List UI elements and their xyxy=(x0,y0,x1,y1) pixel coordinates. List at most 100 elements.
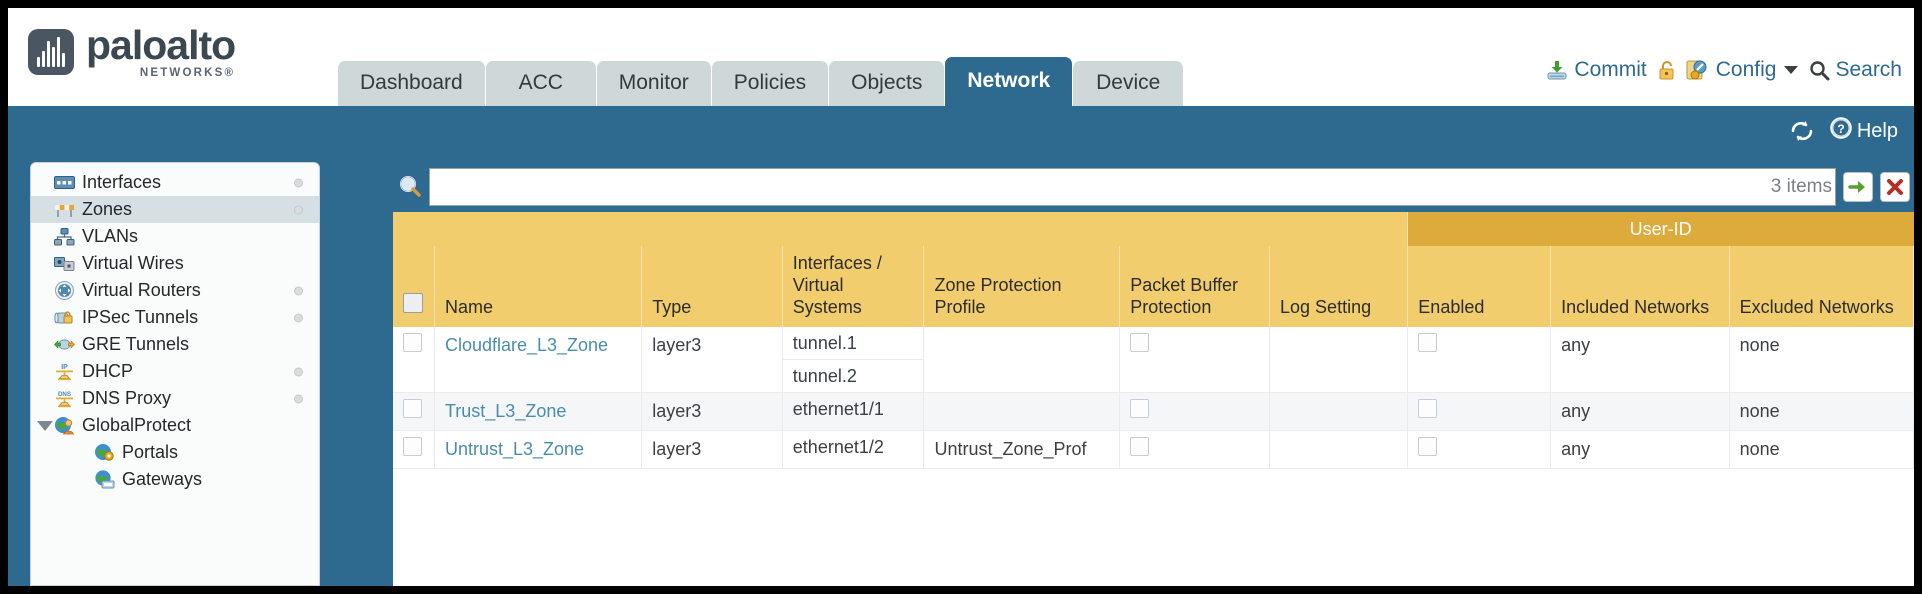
sidebar-item-label: Portals xyxy=(122,442,179,462)
cell-type: layer3 xyxy=(641,392,783,431)
sidebar-item-globalprotect[interactable]: GlobalProtect xyxy=(31,412,319,439)
cell-included-networks: any xyxy=(1550,430,1730,469)
packet-buffer-protection-checkbox[interactable] xyxy=(1130,399,1150,418)
sidebar-item-portals[interactable]: Portals xyxy=(31,439,319,466)
interface-entry: tunnel.2 xyxy=(792,366,857,386)
tab-monitor[interactable]: Monitor xyxy=(596,61,711,106)
zone-name-link[interactable]: Cloudflare_L3_Zone xyxy=(444,335,609,355)
group-header-userid: User-ID xyxy=(1407,212,1914,246)
svg-text:IP: IP xyxy=(61,364,68,371)
cell-included-networks: any xyxy=(1550,392,1730,431)
column-header-enabled[interactable]: Enabled xyxy=(1407,246,1552,327)
sidebar-item-interfaces[interactable]: Interfaces xyxy=(31,169,319,196)
row-checkbox[interactable] xyxy=(403,399,422,418)
userid-enabled-checkbox[interactable] xyxy=(1418,333,1438,352)
sidebar-item-virtual-routers[interactable]: Virtual Routers xyxy=(31,277,319,304)
search-input[interactable] xyxy=(429,168,1836,206)
row-checkbox[interactable] xyxy=(403,437,422,456)
select-all-checkbox[interactable] xyxy=(403,293,423,313)
globalprotect-icon xyxy=(53,416,75,435)
paloalto-logo-mark-icon xyxy=(28,28,74,75)
userid-enabled-checkbox[interactable] xyxy=(1418,437,1438,456)
refresh-icon[interactable] xyxy=(1789,119,1815,143)
cell-excluded-networks: none xyxy=(1729,430,1914,469)
cell-packet-buffer-protection xyxy=(1119,430,1271,469)
packet-buffer-protection-checkbox[interactable] xyxy=(1130,333,1150,352)
column-header-type[interactable]: Type xyxy=(641,246,783,327)
cell-included-networks: any xyxy=(1550,327,1730,393)
sidebar-item-label: GRE Tunnels xyxy=(82,334,190,354)
vlans-icon xyxy=(53,227,75,246)
search-button[interactable]: Search xyxy=(1809,58,1902,82)
row-checkbox[interactable] xyxy=(403,333,422,352)
dhcp-icon: IP xyxy=(53,362,75,381)
search-icon xyxy=(1809,60,1830,81)
top-actions: Commit Config xyxy=(1546,58,1902,82)
zone-name-link[interactable]: Trust_L3_Zone xyxy=(444,401,567,421)
chevron-down-icon[interactable] xyxy=(37,420,53,431)
brand-registered: ® xyxy=(224,67,236,79)
blue-toolbar xyxy=(8,106,1914,162)
interface-entry: tunnel.1 xyxy=(782,327,924,360)
brand-name: paloalto xyxy=(86,22,236,68)
status-dot xyxy=(294,394,303,403)
sidebar-item-dhcp[interactable]: IP DHCP xyxy=(31,358,319,385)
svg-text:DNS: DNS xyxy=(57,391,70,398)
column-header-name[interactable]: Name xyxy=(434,246,643,327)
tab-dashboard[interactable]: Dashboard xyxy=(338,61,485,106)
tab-acc[interactable]: ACC xyxy=(485,61,596,106)
zone-name-link[interactable]: Untrust_L3_Zone xyxy=(444,439,585,459)
table-row[interactable]: Untrust_L3_Zone layer3 ethernet1/2 Untru… xyxy=(393,430,1914,469)
sidebar-item-dns-proxy[interactable]: DNS DNS Proxy xyxy=(31,385,319,412)
help-button[interactable]: ? Help xyxy=(1829,116,1898,146)
column-header-zone-protection-profile[interactable]: Zone Protection Profile xyxy=(923,246,1121,327)
column-header-interfaces[interactable]: Interfaces / Virtual Systems xyxy=(782,246,925,327)
group-header-spacer xyxy=(393,212,1409,246)
tab-network[interactable]: Network xyxy=(945,57,1073,106)
table-group-header-row: User-ID xyxy=(393,212,1914,246)
gateways-icon xyxy=(93,470,115,489)
status-dot xyxy=(294,178,303,187)
sidebar-item-label: DNS Proxy xyxy=(82,388,172,408)
table-row[interactable]: Trust_L3_Zone layer3 ethernet1/1 xyxy=(393,392,1914,431)
paloalto-logo: paloalto NETWORKS® xyxy=(28,22,236,79)
sidebar-item-gateways[interactable]: Gateways xyxy=(31,466,319,493)
sidebar-item-virtual-wires[interactable]: Virtual Wires xyxy=(31,250,319,277)
clear-filter-button[interactable] xyxy=(1880,172,1910,202)
sidebar-item-label: DHCP xyxy=(82,361,134,381)
apply-filter-button[interactable] xyxy=(1843,172,1873,202)
chevron-down-icon xyxy=(1784,66,1799,74)
table-header-row: Name Type Interfaces / Virtual Systems Z… xyxy=(393,246,1914,327)
sidebar-item-ipsec-tunnels[interactable]: IPSec Tunnels xyxy=(31,304,319,331)
userid-enabled-checkbox[interactable] xyxy=(1418,399,1438,418)
commit-button[interactable]: Commit xyxy=(1546,58,1647,82)
status-dot xyxy=(294,313,303,322)
sidebar-item-vlans[interactable]: VLANs xyxy=(31,223,319,250)
sidebar-item-label: Virtual Routers xyxy=(82,280,201,300)
row-select-cell xyxy=(393,392,435,431)
packet-buffer-protection-checkbox[interactable] xyxy=(1130,437,1150,456)
lock-button[interactable] xyxy=(1658,60,1675,81)
tab-policies[interactable]: Policies xyxy=(711,61,829,106)
column-header-excluded-networks[interactable]: Excluded Networks xyxy=(1729,246,1914,327)
sidebar-item-gre-tunnels[interactable]: GRE Tunnels xyxy=(31,331,319,358)
cell-log-setting xyxy=(1269,392,1409,431)
cell-zone-protection-profile: Untrust_Zone_Prof xyxy=(923,430,1121,469)
column-header-included-networks[interactable]: Included Networks xyxy=(1550,246,1730,327)
cell-packet-buffer-protection xyxy=(1119,327,1271,393)
sidebar-item-zones[interactable]: Zones xyxy=(31,196,319,223)
zones-icon xyxy=(53,200,75,219)
table-row[interactable]: Cloudflare_L3_Zone layer3 tunnel.1 tunne… xyxy=(393,327,1914,393)
column-header-packet-buffer-protection[interactable]: Packet Buffer Protection xyxy=(1119,246,1271,327)
virtual-wires-icon xyxy=(53,254,75,273)
sidebar-item-label: GlobalProtect xyxy=(82,415,192,435)
help-label: Help xyxy=(1856,119,1898,142)
config-menu[interactable]: Config xyxy=(1686,58,1799,82)
status-dot xyxy=(294,205,303,214)
search-label: Search xyxy=(1835,58,1902,81)
column-header-log-setting[interactable]: Log Setting xyxy=(1269,246,1409,327)
search-icon[interactable] xyxy=(397,174,423,200)
tab-objects[interactable]: Objects xyxy=(829,61,945,106)
tab-device[interactable]: Device xyxy=(1073,61,1184,106)
